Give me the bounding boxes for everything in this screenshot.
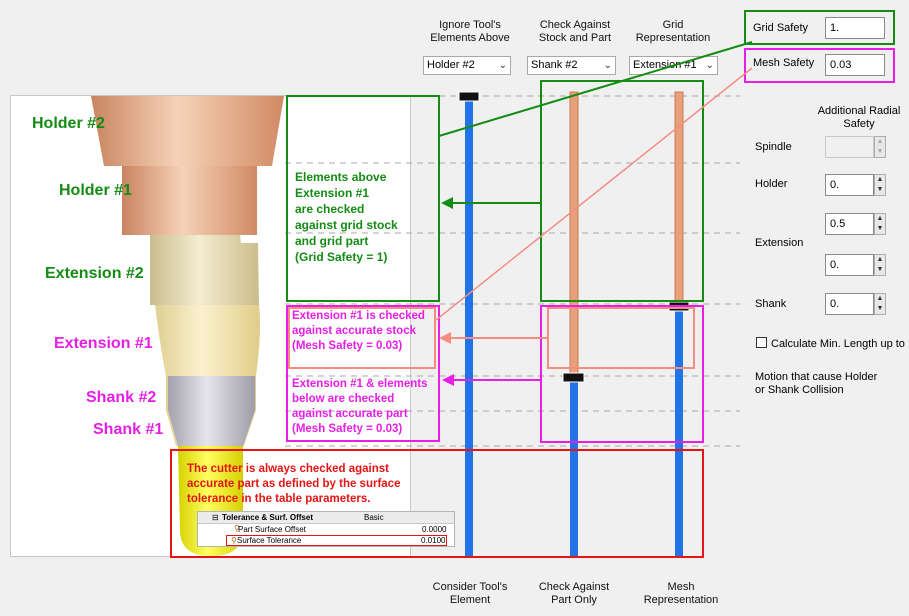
table-group-label: Tolerance & Surf. Offset <box>222 513 313 522</box>
pin-icon: ⚲ <box>234 524 240 533</box>
holder-label: Holder <box>755 178 788 190</box>
table-row-label: Surface Tolerance <box>237 536 302 545</box>
motion-collision-text: Motion that cause Holder or Shank Collis… <box>755 371 878 396</box>
spindle-label: Spindle <box>755 141 792 153</box>
calc-min-length-label: Calculate Min. Length up to <box>771 338 905 350</box>
shank-spinner[interactable]: ▲▼ <box>874 293 886 315</box>
chevron-down-icon: ⌄ <box>603 60 612 71</box>
extension-input-1[interactable]: 0.5 <box>825 213 874 235</box>
consider-tool-header: Consider Tool's Element <box>432 581 508 606</box>
ignore-tool-select[interactable]: Holder #2 ⌄ <box>423 56 511 75</box>
surface-tolerance-row[interactable]: ⚲ Surface Tolerance 0.0100 <box>226 535 447 546</box>
extension-1-label: Extension #1 <box>54 335 153 352</box>
spindle-spinner: ▲▼ <box>874 136 886 158</box>
check-part-only-header: Check Against Part Only <box>538 581 610 606</box>
radial-safety-title: Additional Radial Safety <box>817 105 901 130</box>
grid-safety-label: Grid Safety <box>753 22 809 34</box>
shank-2-label: Shank #2 <box>86 389 157 406</box>
collapse-icon[interactable]: ⊟ <box>212 513 219 522</box>
parameter-table: ⊟ Tolerance & Surf. Offset Basic ⚲ Part … <box>197 511 455 547</box>
cutter-annotation: The cutter is always checked against acc… <box>187 463 401 505</box>
holder-1-label: Holder #1 <box>59 182 132 199</box>
check-stock-select-value: Shank #2 <box>531 59 578 71</box>
check-stock-part-header: Check Against Stock and Part <box>538 19 612 44</box>
grid-representation-header: Grid Representation <box>635 19 711 44</box>
ignore-tool-header: Ignore Tool's Elements Above <box>430 19 510 44</box>
extension-input-2[interactable]: 0. <box>825 254 874 276</box>
extension-label: Extension <box>755 237 804 249</box>
table-row-label: Part Surface Offset <box>238 525 306 534</box>
table-row[interactable]: ⚲ Part Surface Offset 0.0000 <box>198 524 454 535</box>
chevron-down-icon: ⌄ <box>705 60 714 71</box>
table-row-value: 0.0000 <box>422 525 447 534</box>
below-annotation: Extension #1 & elements below are checke… <box>292 378 428 435</box>
shank-label: Shank <box>755 298 787 310</box>
mesh-safety-label: Mesh Safety <box>753 57 815 69</box>
holder-2-label: Holder #2 <box>32 115 105 132</box>
table-row-value: 0.0100 <box>421 536 446 545</box>
grid-representation-select-value: Extension #1 <box>633 59 697 71</box>
table-group-row[interactable]: ⊟ Tolerance & Surf. Offset Basic <box>198 512 454 524</box>
grid-safety-group <box>744 10 895 45</box>
check-stock-select[interactable]: Shank #2 ⌄ <box>527 56 616 75</box>
ext1-annotation: Extension #1 is checked against accurate… <box>292 310 425 352</box>
ignore-tool-select-value: Holder #2 <box>427 59 475 71</box>
spindle-input <box>825 136 874 158</box>
shank-1-label: Shank #1 <box>93 421 164 438</box>
grid-annotation: Elements above Extension #1 are checked … <box>295 170 398 264</box>
pin-icon: ⚲ <box>231 536 237 545</box>
extension-2-label: Extension #2 <box>45 265 144 282</box>
mesh-safety-group <box>744 48 895 83</box>
chevron-down-icon: ⌄ <box>498 60 507 71</box>
holder-input[interactable]: 0. <box>825 174 874 196</box>
holder-spinner[interactable]: ▲▼ <box>874 174 886 196</box>
extension-spinner-2[interactable]: ▲▼ <box>874 254 886 276</box>
calc-min-length-checkbox[interactable] <box>756 337 767 348</box>
mesh-representation-header: Mesh Representation <box>643 581 719 606</box>
grid-safety-input[interactable]: 1. <box>825 17 885 39</box>
mesh-safety-input[interactable]: 0.03 <box>825 54 885 76</box>
table-group-value: Basic <box>364 513 384 522</box>
shank-input[interactable]: 0. <box>825 293 874 315</box>
extension-spinner-1[interactable]: ▲▼ <box>874 213 886 235</box>
